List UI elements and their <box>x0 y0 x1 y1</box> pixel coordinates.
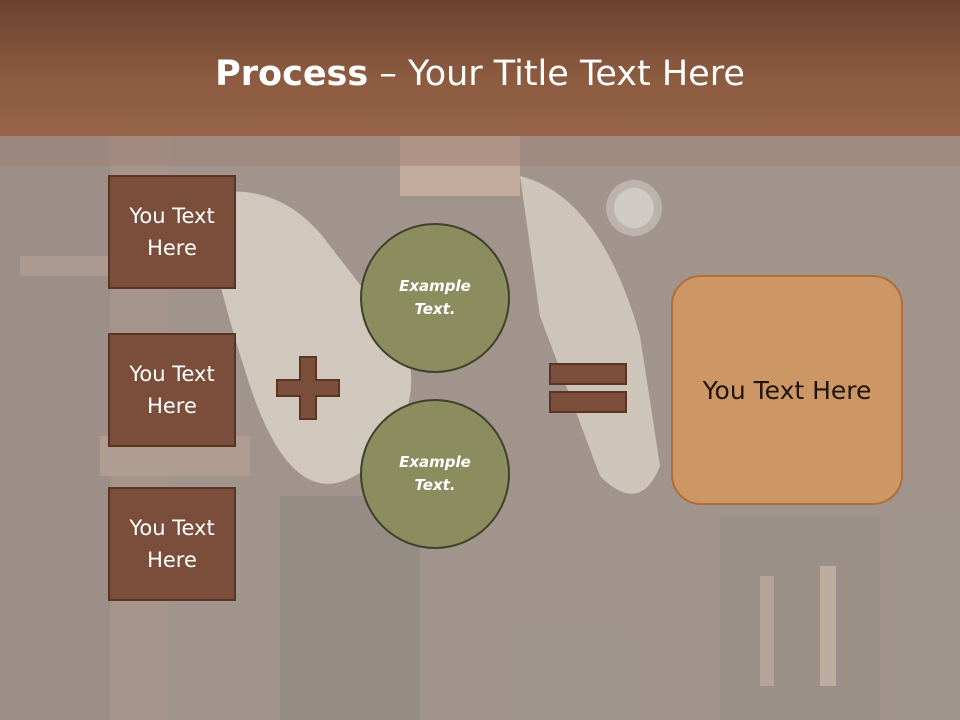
input-box-2[interactable]: You Text Here <box>108 333 236 447</box>
title-bold: Process <box>215 54 369 94</box>
operand-circle-1[interactable]: Example Text. <box>360 223 510 373</box>
operand-label: Example Text. <box>399 453 471 494</box>
operand-label: Example Text. <box>399 277 471 318</box>
title-text: – Your Title Text Here <box>368 54 745 94</box>
title-bar <box>0 0 960 136</box>
equals-bar-bottom <box>549 391 627 413</box>
result-box[interactable]: You Text Here <box>671 275 903 505</box>
input-box-1[interactable]: You Text Here <box>108 175 236 289</box>
input-box-label: You Text Here <box>129 204 215 260</box>
input-box-label: You Text Here <box>129 362 215 418</box>
input-box-3[interactable]: You Text Here <box>108 487 236 601</box>
plus-icon <box>276 356 340 424</box>
slide-title: Process – Your Title Text Here <box>0 52 960 96</box>
title-strip <box>0 136 960 166</box>
input-box-label: You Text Here <box>129 516 215 572</box>
result-label: You Text Here <box>702 375 872 405</box>
operand-circle-2[interactable]: Example Text. <box>360 399 510 549</box>
equals-bar-top <box>549 363 627 385</box>
